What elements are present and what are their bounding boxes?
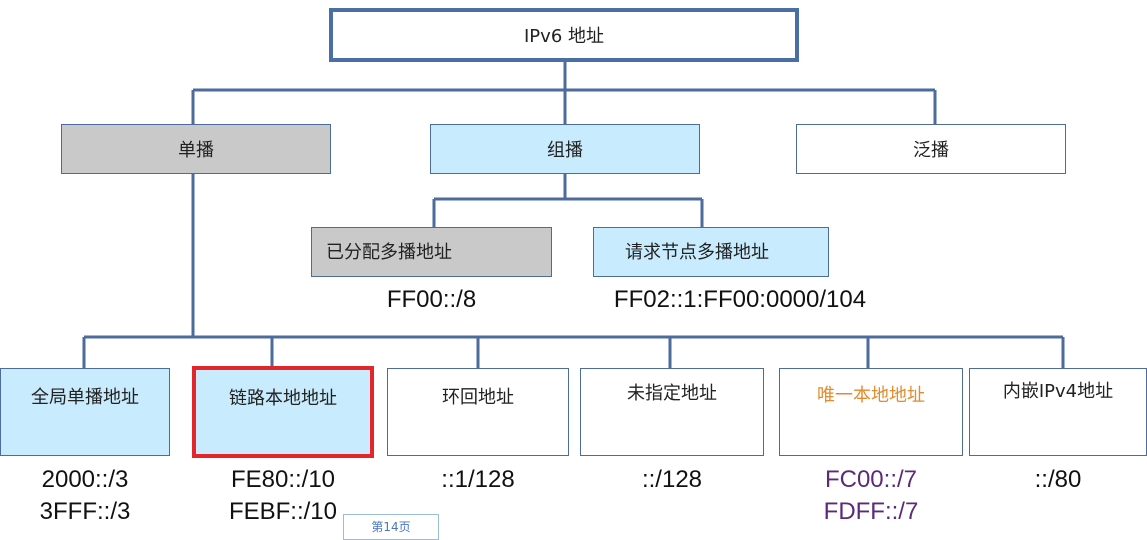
link-local-address-2: FEBF::/10 xyxy=(228,498,338,525)
loopback-label: 环回地址 xyxy=(442,387,514,408)
global-unicast-node: 全局单播地址 xyxy=(0,368,170,456)
unspecified-label: 未指定地址 xyxy=(627,383,717,404)
global-unicast-label: 全局单播地址 xyxy=(31,387,139,408)
solicited-node-multicast-node: 请求节点多播地址 xyxy=(593,227,829,277)
global-unicast-address-1: 2000::/3 xyxy=(41,466,129,493)
link-local-address-1: FE80::/10 xyxy=(230,466,336,493)
unicast-label: 单播 xyxy=(178,140,214,161)
unique-local-address-2: FDFF::/7 xyxy=(823,498,919,525)
unique-local-address-1: FC00::/7 xyxy=(824,466,918,493)
link-local-label: 链路本地地址 xyxy=(229,388,337,409)
embedded-ipv4-label: 内嵌IPv4地址 xyxy=(1002,381,1114,402)
multicast-label: 组播 xyxy=(547,140,583,161)
assigned-multicast-label: 已分配多播地址 xyxy=(326,242,452,263)
anycast-node: 泛播 xyxy=(796,124,1066,174)
link-local-node: 链路本地地址 xyxy=(192,366,374,458)
root-label: IPv6 地址 xyxy=(524,26,604,47)
embedded-ipv4-address: ::/80 xyxy=(1034,466,1082,493)
embedded-ipv4-node: 内嵌IPv4地址 xyxy=(969,368,1147,456)
solicited-node-multicast-label: 请求节点多播地址 xyxy=(625,242,769,263)
multicast-node: 组播 xyxy=(430,124,700,174)
unspecified-address: ::/128 xyxy=(641,466,703,493)
solicited-node-multicast-address: FF02::1:FF00:0000/104 xyxy=(613,286,867,313)
unique-local-node: 唯一本地地址 xyxy=(779,368,963,456)
global-unicast-address-2: 3FFF::/3 xyxy=(39,498,131,525)
unicast-node: 单播 xyxy=(61,124,331,174)
anycast-label: 泛播 xyxy=(913,140,949,161)
assigned-multicast-address: FF00::/8 xyxy=(386,286,477,313)
root-node: IPv6 地址 xyxy=(329,8,799,62)
loopback-address: ::1/128 xyxy=(441,466,515,493)
page-number-badge: 第14页 xyxy=(343,514,439,540)
loopback-node: 环回地址 xyxy=(387,368,569,456)
unspecified-node: 未指定地址 xyxy=(580,368,764,456)
unique-local-label: 唯一本地地址 xyxy=(817,385,925,406)
assigned-multicast-node: 已分配多播地址 xyxy=(311,227,552,277)
